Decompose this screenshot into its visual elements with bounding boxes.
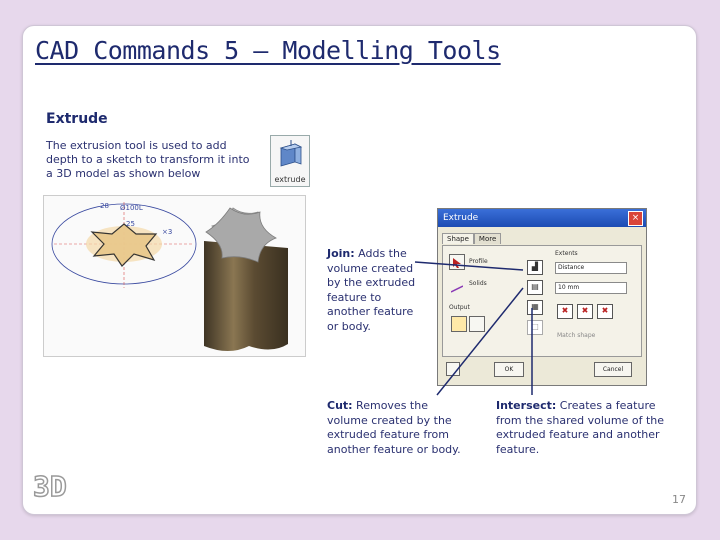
- match-shape-checkbox[interactable]: Match shape: [557, 332, 596, 339]
- description-text: The extrusion tool is used to add depth …: [46, 139, 250, 180]
- 3d-logo: 3D: [32, 469, 67, 504]
- sketch-dim-2: Ø100L: [120, 204, 143, 212]
- join-text: Adds the volume created by the extruded …: [327, 247, 416, 333]
- solids-label: Solids: [469, 280, 487, 287]
- profile-label: Profile: [469, 258, 488, 265]
- new-solid-button[interactable]: □: [527, 320, 543, 335]
- dialog-shape-panel: Profile Solids Output ▟ ▤ ▦ □ Extents Di…: [442, 245, 642, 357]
- sketch-dim-3: 25: [126, 220, 135, 228]
- intersect-operation-button[interactable]: ▦: [527, 300, 543, 315]
- extrude-cube-icon: [279, 140, 303, 167]
- dialog-titlebar: Extrude ×: [438, 209, 646, 227]
- extents-label: Extents: [555, 250, 578, 257]
- intersect-text: Creates a feature from the shared volume…: [496, 399, 665, 456]
- direction-two-button[interactable]: ✖: [577, 304, 593, 319]
- intersect-term: Intersect:: [496, 399, 557, 412]
- tab-more[interactable]: More: [473, 233, 502, 244]
- join-operation-button[interactable]: ▟: [527, 260, 543, 275]
- sketch-dim-4: ×3: [162, 228, 172, 236]
- extents-select[interactable]: Distance: [555, 262, 627, 274]
- ok-button[interactable]: OK: [494, 362, 524, 377]
- join-term: Join:: [327, 247, 355, 260]
- section-heading: Extrude: [46, 111, 108, 127]
- cut-term: Cut:: [327, 399, 353, 412]
- solids-icon: [450, 278, 464, 293]
- sketch-dim-1: 28: [100, 202, 109, 210]
- output-surface-button[interactable]: [469, 316, 485, 332]
- join-description: Join: Adds the volume created by the ext…: [327, 247, 422, 334]
- sketch-and-solid-image: 28 Ø100L 25 ×3: [44, 196, 305, 356]
- direction-symmetric-button[interactable]: ✖: [597, 304, 613, 319]
- tab-shape[interactable]: Shape: [442, 233, 474, 244]
- output-solid-button[interactable]: [451, 316, 467, 332]
- output-label: Output: [449, 304, 470, 311]
- close-icon[interactable]: ×: [628, 211, 643, 226]
- cut-text: Removes the volume created by the extrud…: [327, 399, 461, 456]
- page-title: CAD Commands 5 – Modelling Tools: [35, 36, 501, 65]
- intersect-description: Intersect: Creates a feature from the sh…: [496, 399, 671, 457]
- cancel-button[interactable]: Cancel: [594, 362, 632, 377]
- page-number: 17: [672, 493, 686, 506]
- cut-description: Cut: Removes the volume created by the e…: [327, 399, 472, 457]
- profile-arrow-icon: [453, 258, 461, 268]
- distance-input[interactable]: 10 mm: [555, 282, 627, 294]
- extrude-icon-label: extrude: [274, 175, 306, 184]
- extrusion-illustration: 28 Ø100L 25 ×3: [43, 195, 306, 357]
- extrude-tool-icon: extrude: [270, 135, 310, 187]
- dialog-title: Extrude: [443, 213, 479, 223]
- cut-operation-button[interactable]: ▤: [527, 280, 543, 295]
- direction-one-button[interactable]: ✖: [557, 304, 573, 319]
